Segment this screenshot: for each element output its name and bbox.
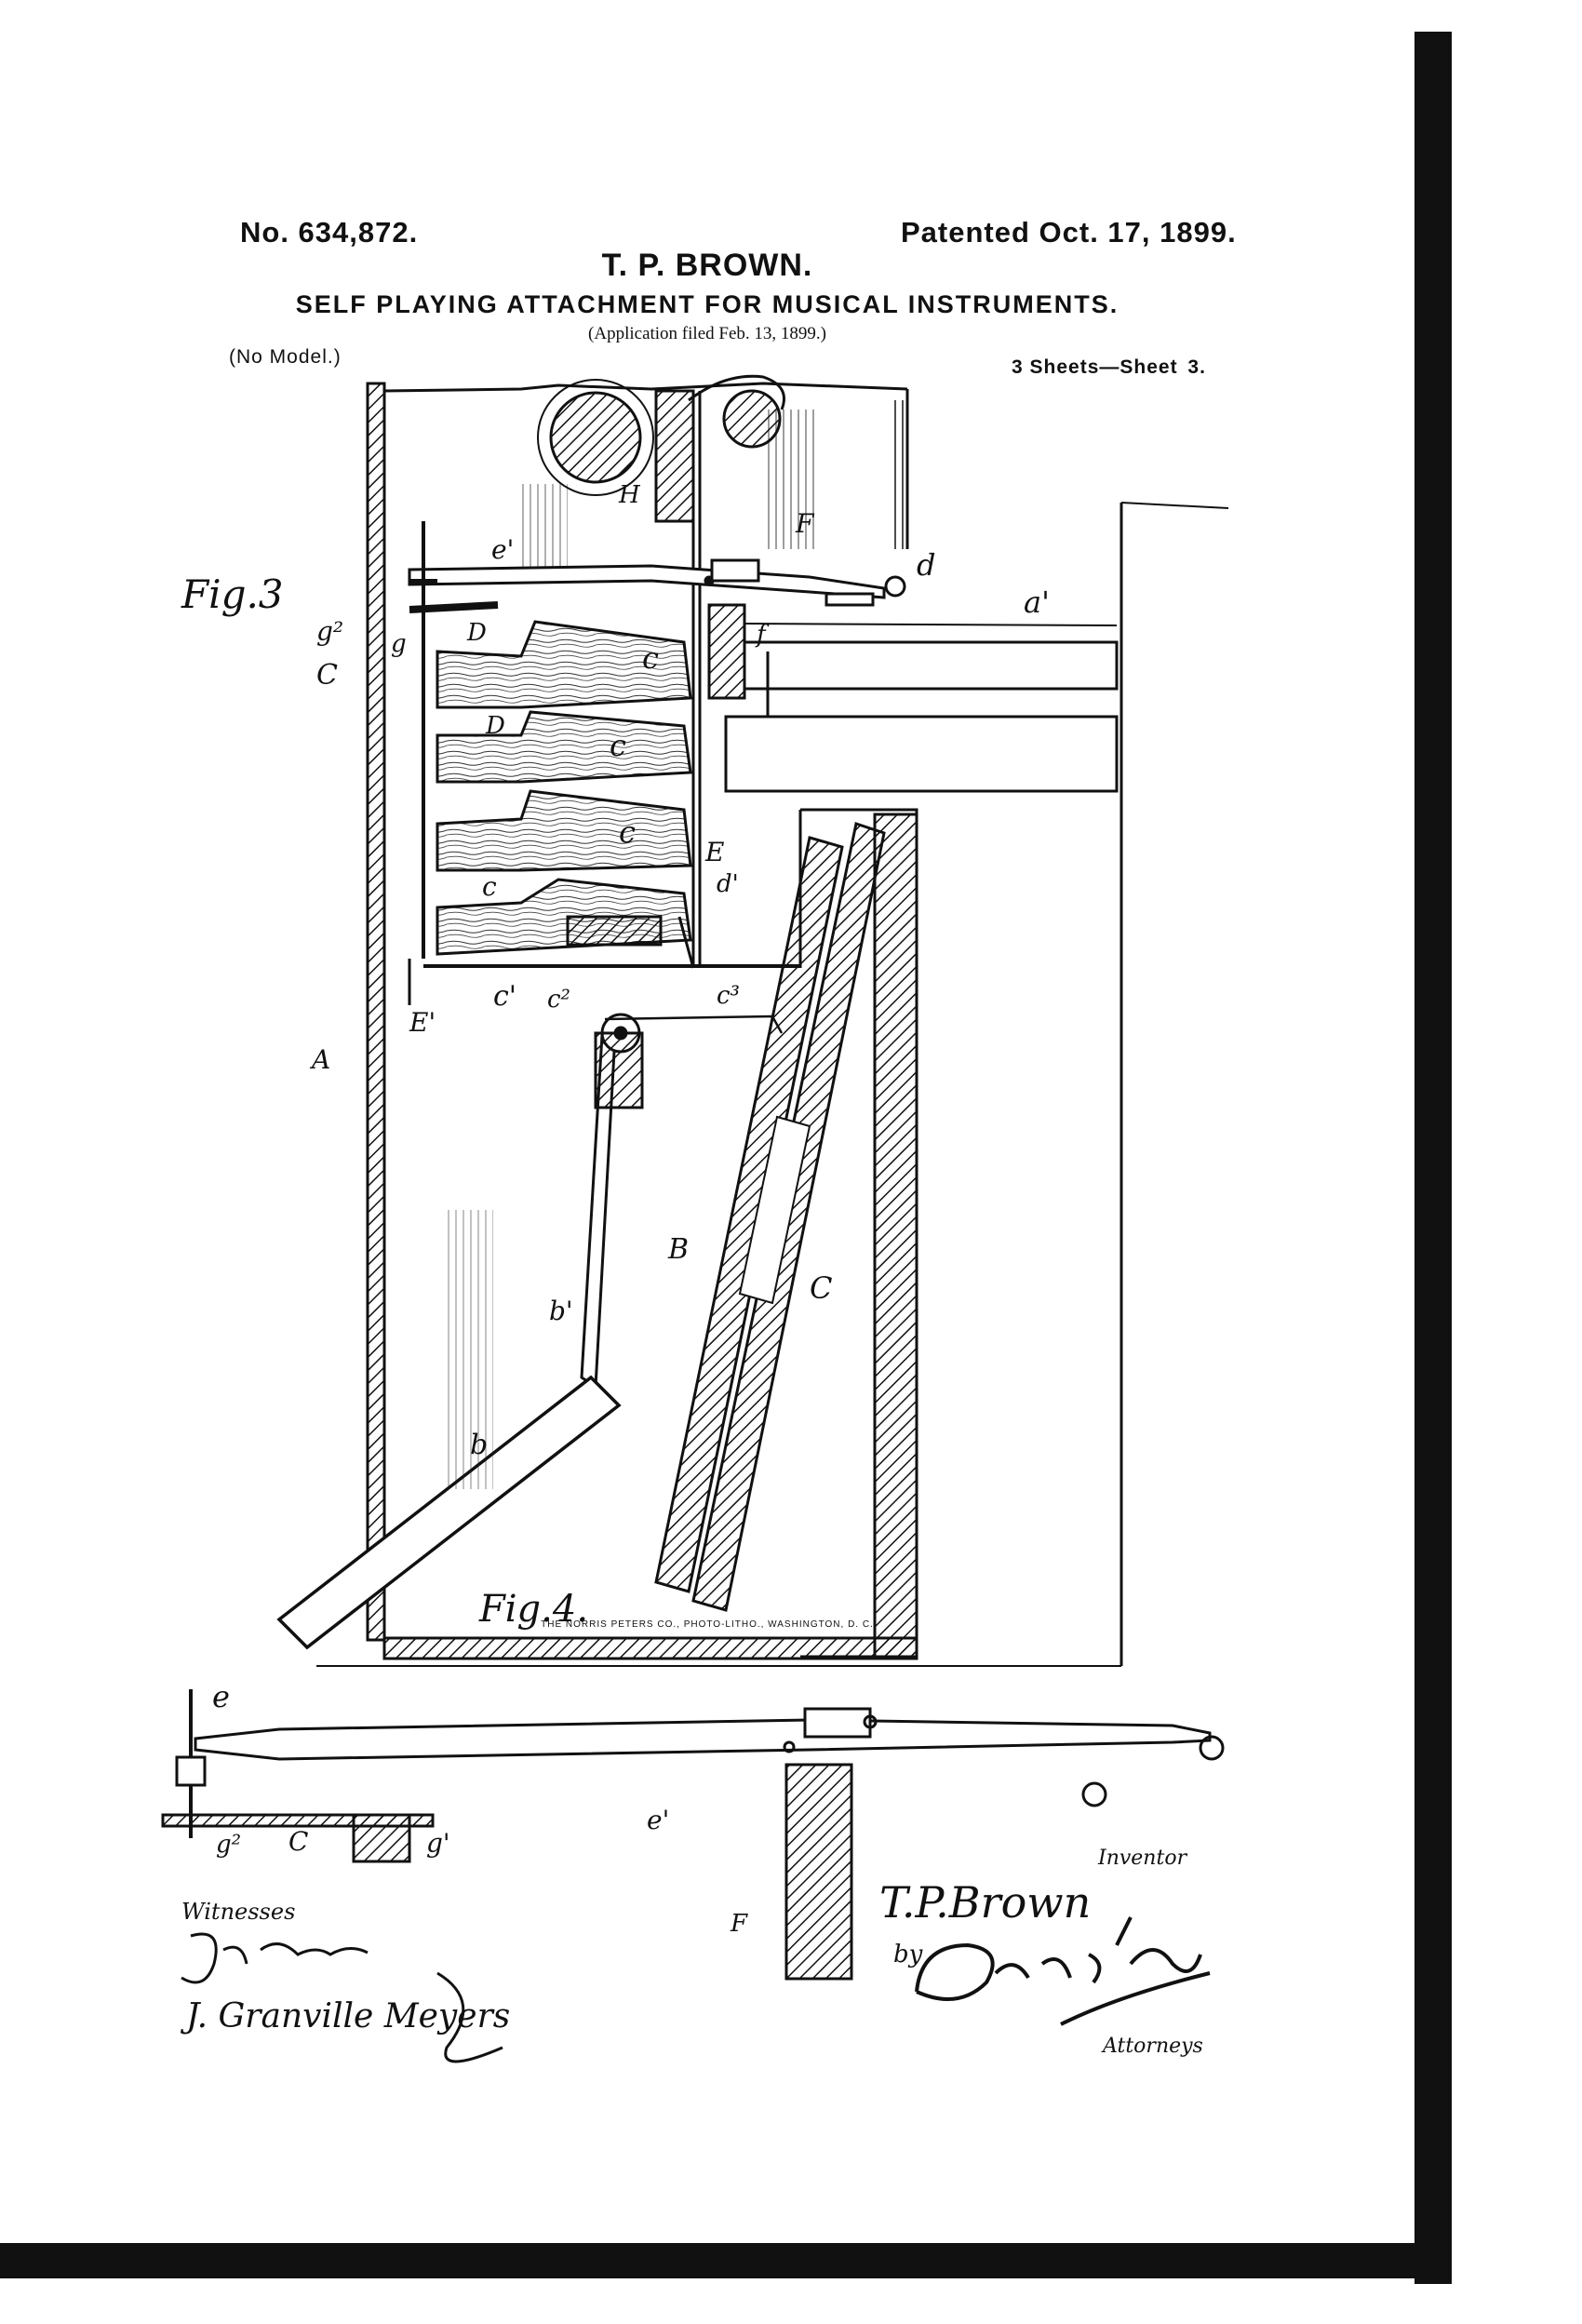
fig4-lever xyxy=(194,1718,1212,1761)
ref-c-2: c xyxy=(610,728,626,763)
key-stack xyxy=(436,620,692,956)
application-line: (Application filed Feb. 13, 1899.) xyxy=(588,324,826,343)
fig4-label: Fig.4. xyxy=(478,1588,588,1631)
case-wall-c xyxy=(873,813,918,1659)
ref-d-1: D xyxy=(466,619,487,647)
ref-f-fig4: F xyxy=(730,1910,748,1938)
ref-a-prime: a' xyxy=(1024,584,1050,620)
witness-2-signature: J. Granville Meyers xyxy=(180,1997,510,2035)
ref-b: B xyxy=(667,1233,689,1266)
attorney-signature xyxy=(915,1916,1211,2026)
model-note: (No Model.) xyxy=(229,346,342,368)
sheet-number: 3. xyxy=(1187,356,1206,378)
ref-e-upper: E xyxy=(704,837,724,867)
patent-date: Patented Oct. 17, 1899. xyxy=(901,216,1237,249)
ref-b-prime: b' xyxy=(549,1296,573,1326)
ref-b-small: b xyxy=(470,1429,488,1461)
ref-g2: g² xyxy=(316,616,343,647)
block-h xyxy=(654,389,695,523)
ref-g2-fig4: g² xyxy=(216,1831,241,1859)
by-label: by xyxy=(893,1941,923,1968)
ref-g-prime-fig4: g' xyxy=(426,1828,450,1859)
inventor-name: T. P. BROWN. xyxy=(601,248,813,283)
rod-arm-g2 xyxy=(409,601,499,613)
ref-e-prime-fig4: e' xyxy=(647,1805,669,1835)
inventor-label: Inventor xyxy=(1097,1847,1188,1870)
ref-c-lower: c xyxy=(482,871,497,902)
inventor-signature: T.P.Brown xyxy=(879,1877,1091,1928)
ref-c-3: c xyxy=(619,814,636,850)
roller-left xyxy=(549,391,642,484)
belt-top xyxy=(604,1014,784,1034)
witnesses-label: Witnesses xyxy=(181,1899,295,1925)
case-floor xyxy=(382,1636,918,1660)
roller-right xyxy=(722,389,782,449)
ref-f-top: F xyxy=(795,508,815,539)
keyboard-front xyxy=(743,640,1119,691)
ref-d-prime: d' xyxy=(717,870,739,898)
scan-edge-bottom xyxy=(0,2243,1452,2278)
witness-1-signature xyxy=(181,1932,369,1984)
ref-c-left: C xyxy=(316,659,338,692)
signature-block: Witnesses J. Granville Meyers Inventor T… xyxy=(180,1847,1211,2063)
key-action xyxy=(566,915,663,947)
attorneys-label: Attorneys xyxy=(1101,2035,1203,2058)
fig3-label: Fig.3 xyxy=(181,571,284,617)
fig3-drawing xyxy=(276,374,1229,1667)
ref-c3: c³ xyxy=(717,982,740,1010)
ref-d: d xyxy=(917,547,935,583)
ref-e-prime-top: e' xyxy=(491,534,514,565)
fig4-block-f xyxy=(784,1763,853,1981)
ref-h: H xyxy=(618,481,641,509)
scan-edge-right xyxy=(1414,32,1452,2284)
ref-c-prime: c' xyxy=(493,980,516,1013)
ref-c-case: C xyxy=(810,1270,832,1306)
patent-title: SELF PLAYING ATTACHMENT FOR MUSICAL INST… xyxy=(295,290,1119,318)
ref-d-2: D xyxy=(485,712,505,740)
upper-panel-edge xyxy=(383,382,908,393)
printer-credit: THE NORRIS PETERS CO., PHOTO-LITHO., WAS… xyxy=(541,1619,874,1630)
ref-e-fig4: e xyxy=(212,1679,230,1714)
patent-number: No. 634,872. xyxy=(240,216,419,249)
ref-c-fig4: C xyxy=(288,1826,308,1857)
ref-c-1: c xyxy=(642,640,659,676)
left-wall xyxy=(366,382,386,1642)
sheet-indicator: 3 Sheets—Sheet 3. xyxy=(1010,356,1208,379)
sheets-text: 3 Sheets—Sheet xyxy=(1012,356,1178,378)
block-f xyxy=(707,603,746,700)
keyboard-bed xyxy=(724,715,1119,793)
labels: Fig.3 Fig.4. e' F d a' H g² g C D c f D … xyxy=(181,481,1050,1938)
lever-e-prime xyxy=(408,564,886,599)
ref-a: A xyxy=(309,1044,330,1075)
ref-e-prime: E' xyxy=(409,1007,436,1038)
fig4-drawing xyxy=(161,1689,1225,1981)
ref-g: g xyxy=(391,630,407,658)
ref-c2: c² xyxy=(547,986,570,1014)
